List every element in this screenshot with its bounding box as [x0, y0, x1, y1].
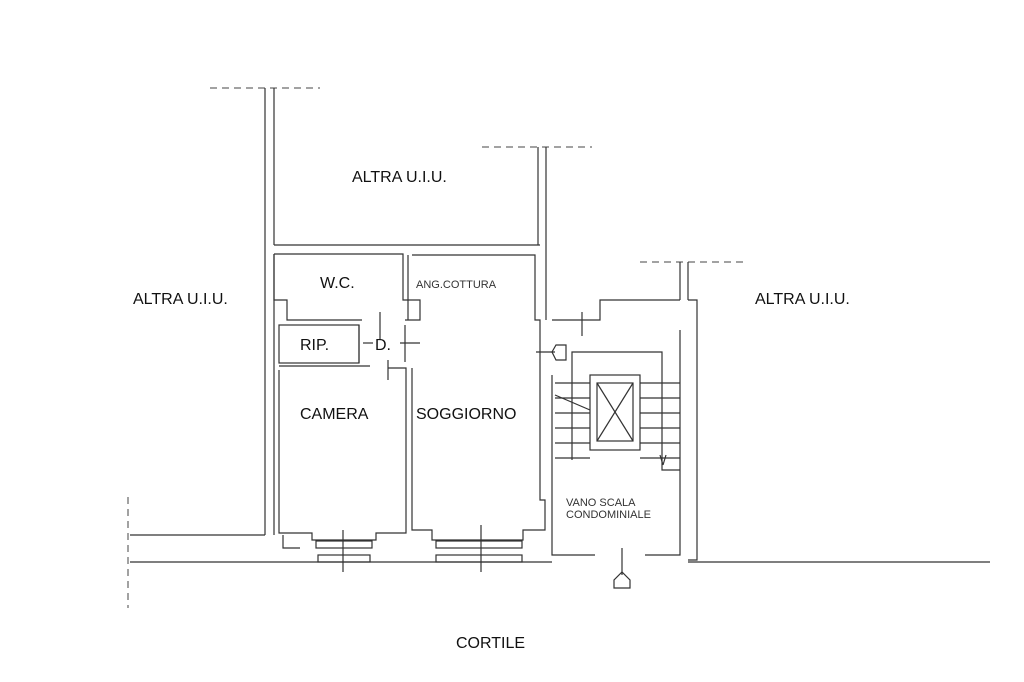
label-condominiale: CONDOMINIALE — [566, 509, 651, 521]
label-camera: CAMERA — [300, 406, 369, 423]
label-soggiorno: SOGGIORNO — [416, 406, 516, 423]
label-altra-uiu-top: ALTRA U.I.U. — [352, 169, 447, 186]
label-altra-uiu-right: ALTRA U.I.U. — [755, 291, 850, 308]
label-disimpegno: D. — [375, 337, 391, 354]
label-altra-uiu-left: ALTRA U.I.U. — [133, 291, 228, 308]
dashed-boundaries — [127, 87, 748, 608]
label-rip: RIP. — [300, 337, 329, 354]
stair-steps — [554, 382, 680, 466]
label-cortile: CORTILE — [456, 635, 525, 652]
label-ang-cottura: ANG.COTTURA — [416, 279, 497, 291]
label-vano-scala: VANO SCALA — [566, 497, 636, 509]
label-wc: W.C. — [320, 275, 355, 292]
walls — [130, 88, 990, 589]
